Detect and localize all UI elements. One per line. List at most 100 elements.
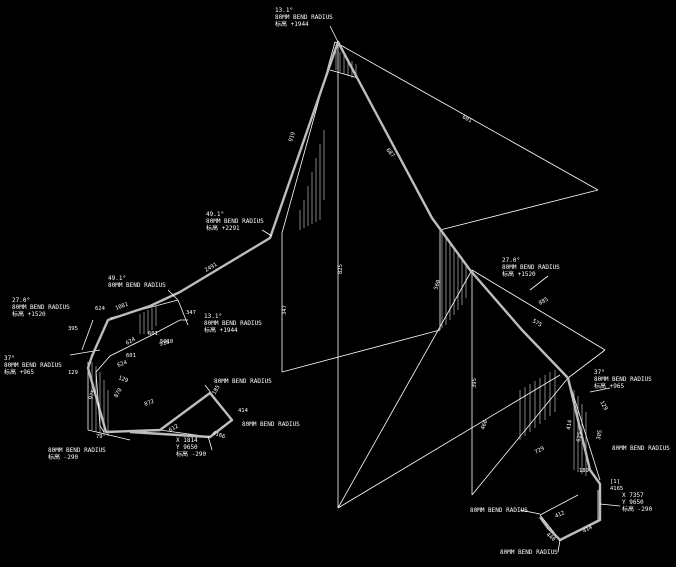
dim-729: 729 xyxy=(534,446,546,456)
bend-elevation: 标高 +1520 xyxy=(12,310,46,318)
leader-lines xyxy=(167,25,621,553)
dim-919: 919 xyxy=(288,131,297,142)
dim-2491: 2491 xyxy=(204,262,218,274)
bend-radius: 80MM BEND RADIUS xyxy=(594,376,652,383)
dim-872: 872 xyxy=(144,399,155,408)
dim-612: 612 xyxy=(168,424,180,434)
bend-angle: 13.1° xyxy=(275,7,293,14)
bend-radius: 80MM BEND RADIUS xyxy=(48,447,106,454)
dim-4166: 4166 xyxy=(211,430,226,440)
dim-975: 975 xyxy=(88,389,97,400)
dim-601c: 601 xyxy=(148,331,158,337)
bend-label-left-lower-right-2: 80MM BEND RADIUS xyxy=(242,421,300,428)
bend-elevation: 标高 +2291 xyxy=(206,224,240,232)
pipe-route xyxy=(86,40,602,542)
bend-radius: 80MM BEND RADIUS xyxy=(502,264,560,271)
dim-885: 885 xyxy=(538,297,550,307)
construction-lines xyxy=(69,41,606,541)
bend-radius: 80MM BEND RADIUS xyxy=(470,507,528,514)
dim-129c: 129 xyxy=(598,400,608,412)
bend-label-right-side: 80MM BEND RADIUS xyxy=(612,445,670,452)
bend-angle: 37° xyxy=(4,355,15,362)
bend-angle: 27.0° xyxy=(502,257,520,264)
dim-79: 79 xyxy=(96,434,103,440)
bend-angle: 13.1° xyxy=(204,313,222,320)
bend-radius: 80MM BEND RADIUS xyxy=(12,304,70,311)
bend-angle: 27.0° xyxy=(12,297,30,304)
dim-414b: 414 xyxy=(566,419,574,431)
dim-189: 189 xyxy=(579,468,589,474)
hatch-upper-left xyxy=(299,130,325,230)
dim-625: 625 xyxy=(576,432,584,443)
dim-395: 395 xyxy=(68,326,78,332)
dim-560: 560 xyxy=(433,279,442,290)
dim-870: 870 xyxy=(114,387,124,399)
bend-label-top: 13.1° 80MM BEND RADIUS 标高 +1944 xyxy=(275,7,333,28)
dim-4165: 4165 xyxy=(610,486,623,492)
coord-elev: 标高 -290 xyxy=(176,450,206,458)
dim-129b: 129 xyxy=(117,375,128,384)
dim-5910: 5910 xyxy=(160,339,173,345)
dim-347b: 347 xyxy=(186,310,196,316)
dim-395b: 395 xyxy=(472,378,478,388)
dim-414a: 414 xyxy=(238,408,249,414)
coord-x: X 1814 xyxy=(176,437,198,444)
dim-1081: 1081 xyxy=(115,302,130,312)
hatch-middle xyxy=(441,230,467,328)
bend-radius: 80MM BEND RADIUS xyxy=(242,421,300,428)
bend-angle: 49.1° xyxy=(108,275,126,282)
bend-elevation: 标高 +1520 xyxy=(502,270,536,278)
dim-129a: 129 xyxy=(68,370,78,376)
coord-elev: 标高 -290 xyxy=(622,505,652,513)
bend-elevation: 标高 -290 xyxy=(48,453,78,461)
bend-radius: 80MM BEND RADIUS xyxy=(4,362,62,369)
bend-radius: 80MM BEND RADIUS xyxy=(204,320,262,327)
bend-label-bottom-right-2: 80MM BEND RADIUS xyxy=(500,549,558,556)
bend-angle: 49.1° xyxy=(206,211,224,218)
dim-825: 825 xyxy=(338,264,344,274)
dim-412: 412 xyxy=(554,510,566,520)
bend-elevation: 标高 +965 xyxy=(594,382,624,390)
coord-y: Y 9650 xyxy=(622,499,644,506)
dim-624b: 624 xyxy=(125,336,137,347)
dim-624a: 624 xyxy=(95,306,106,312)
bend-label-bottom-right-1: 80MM BEND RADIUS xyxy=(470,507,528,514)
bend-label-far-left: 27.0° 80MM BEND RADIUS 标高 +1520 xyxy=(12,297,70,318)
dim-440: 440 xyxy=(545,532,556,543)
dim-601b: 601 xyxy=(126,353,136,359)
dim-601: 601 xyxy=(461,114,473,124)
hatch-top xyxy=(329,50,359,79)
hatch-lower-right xyxy=(519,370,556,440)
bend-label-right-37: 37° 80MM BEND RADIUS 标高 +965 xyxy=(594,369,652,390)
coord-y: Y 9650 xyxy=(176,444,198,451)
dim-575: 575 xyxy=(531,319,543,329)
dimension-labels: 601 687 919 2491 825 347 347 1081 624 62… xyxy=(68,114,623,542)
dim-305: 305 xyxy=(596,430,604,441)
bend-label-left-mid: 13.1° 80MM BEND RADIUS 标高 +1944 xyxy=(204,313,262,334)
bend-label-left-37: 37° 80MM BEND RADIUS 标高 +965 xyxy=(4,355,62,376)
bend-radius: 80MM BEND RADIUS xyxy=(612,445,670,452)
coord-label-right: X 7357 Y 9650 标高 -290 xyxy=(622,492,652,513)
bend-radius: 80MM BEND RADIUS xyxy=(206,218,264,225)
dim-460: 460 xyxy=(480,419,489,430)
dim-624c: 624 xyxy=(117,360,129,369)
bend-label-left-lower-right: 80MM BEND RADIUS xyxy=(214,378,272,385)
dim-185: 185 xyxy=(212,384,222,396)
bend-angle: 37° xyxy=(594,369,605,376)
dim-1: [1] xyxy=(610,479,620,485)
coord-x: X 7357 xyxy=(622,492,644,499)
bend-label-left-bottom: 80MM BEND RADIUS 标高 -290 xyxy=(48,447,106,461)
dim-414c: 414 xyxy=(582,524,594,535)
bend-radius: 80MM BEND RADIUS xyxy=(214,378,272,385)
bend-label-mid-left: 49.1° 80MM BEND RADIUS 标高 +2291 xyxy=(206,211,264,232)
bend-elevation: 标高 +1944 xyxy=(275,20,309,28)
bend-radius: 80MM BEND RADIUS xyxy=(108,282,166,289)
bend-label-right-27: 27.0° 80MM BEND RADIUS 标高 +1520 xyxy=(502,257,560,278)
bend-label-left-upper: 49.1° 80MM BEND RADIUS xyxy=(108,275,166,289)
dim-687: 687 xyxy=(384,147,395,158)
bend-radius: 80MM BEND RADIUS xyxy=(275,14,333,21)
bend-radius: 80MM BEND RADIUS xyxy=(500,549,558,556)
dim-918: 918 xyxy=(159,340,170,348)
bend-elevation: 标高 +965 xyxy=(4,368,34,376)
